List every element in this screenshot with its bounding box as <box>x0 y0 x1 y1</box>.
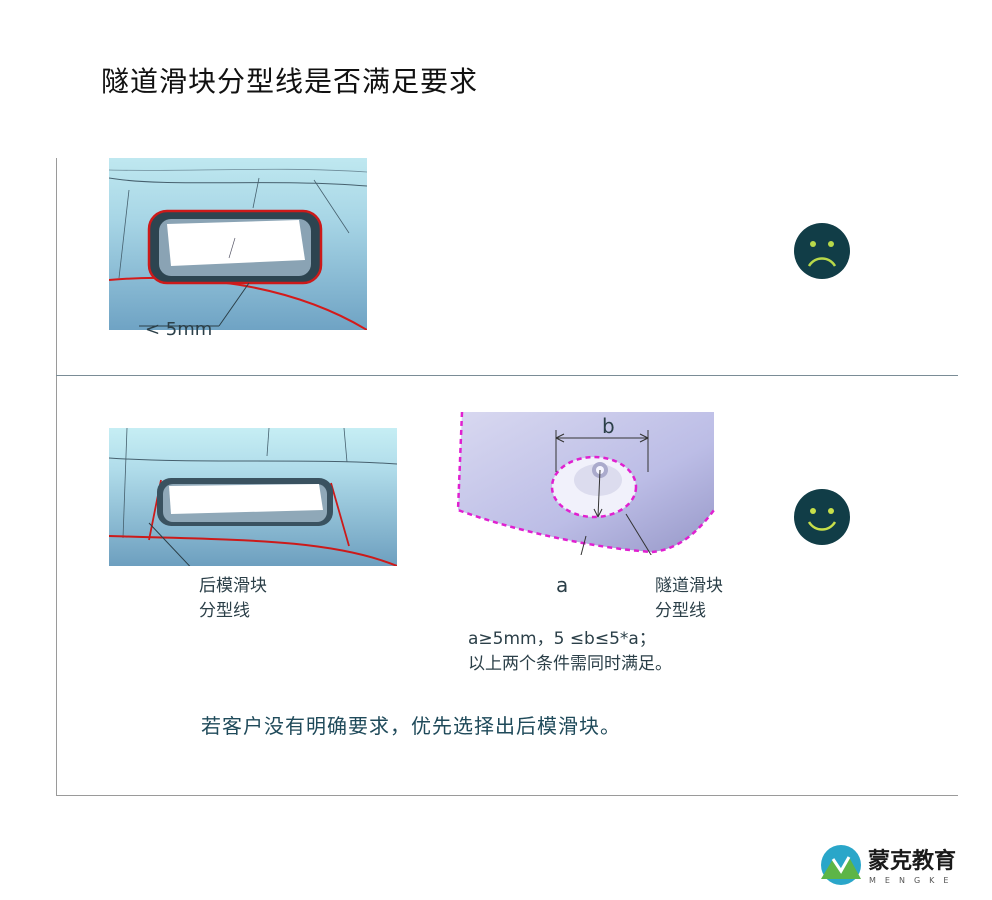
condition-line2: 以上两个条件需同时满足。 <box>468 654 672 674</box>
row2-right-label-line1: 隧道滑块 <box>655 576 723 596</box>
logo-name: 蒙克教育 <box>868 849 957 874</box>
row1-dimension-label: < 5mm <box>145 319 213 340</box>
row-divider <box>56 375 958 376</box>
smile-face-icon <box>794 489 850 545</box>
left-divider <box>56 158 57 795</box>
mengke-logo-icon <box>821 845 861 885</box>
row1-slider-image <box>109 158 367 330</box>
bottom-divider <box>56 795 958 796</box>
row2-left-label-line2: 分型线 <box>199 601 250 621</box>
row2-rear-slider-image <box>109 428 397 566</box>
sad-face-icon <box>794 223 850 279</box>
row2-left-label-line1: 后模滑块 <box>199 576 267 596</box>
page-title: 隧道滑块分型线是否满足要求 <box>101 65 479 98</box>
dimension-a-label: a <box>556 573 569 597</box>
dimension-b-label: b <box>602 414 615 438</box>
recommendation-note: 若客户没有明确要求，优先选择出后模滑块。 <box>201 714 621 738</box>
row2-right-label-line2: 分型线 <box>655 601 706 621</box>
logo-subtitle: MENGKE <box>869 876 958 885</box>
row2-tunnel-slider-image <box>456 411 716 555</box>
condition-line1: a≥5mm，5 ≤b≤5*a； <box>468 629 656 649</box>
